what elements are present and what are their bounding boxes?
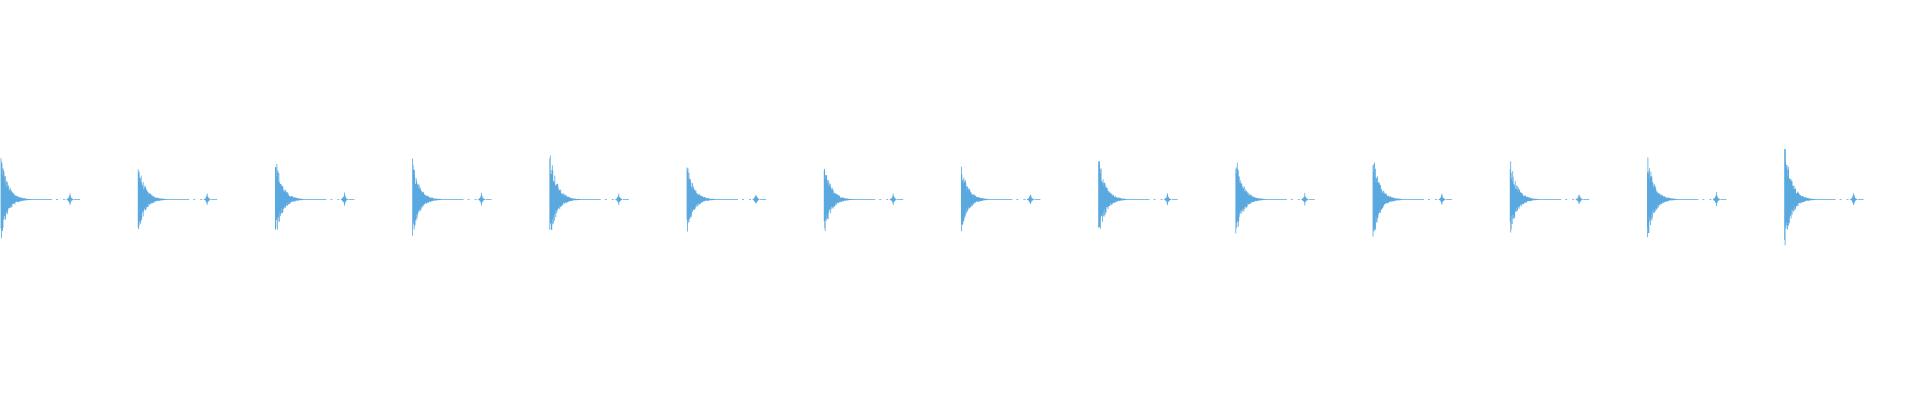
waveform-decay	[686, 167, 751, 232]
waveform-echo	[1575, 194, 1590, 204]
waveform-decay	[1509, 161, 1575, 233]
waveform-echo	[1850, 193, 1864, 206]
waveform-hits	[0, 148, 1864, 246]
waveform-hit	[961, 166, 1041, 232]
waveform-hit	[549, 155, 629, 230]
waveform-decay	[1784, 148, 1849, 246]
waveform-decay	[412, 158, 477, 236]
waveform-decay	[275, 163, 340, 230]
waveform-hit	[1098, 160, 1178, 229]
waveform-hit	[823, 168, 904, 231]
waveform-hit	[137, 169, 218, 230]
waveform-hit	[412, 158, 492, 236]
waveform-decay	[1098, 160, 1163, 229]
waveform-hit	[1647, 157, 1727, 238]
waveform-echo	[1164, 193, 1178, 206]
waveform-hit	[686, 167, 766, 232]
waveform-echo	[889, 193, 904, 206]
waveform-hit	[0, 158, 80, 239]
waveform-decay	[1372, 162, 1437, 237]
waveform-decay	[1235, 162, 1300, 234]
waveform-decay	[823, 168, 889, 231]
waveform-hit	[275, 163, 355, 230]
waveform-echo	[1301, 192, 1315, 206]
waveform-decay	[1647, 157, 1712, 238]
waveform-hit	[1784, 148, 1864, 246]
waveform-hit	[1235, 162, 1315, 234]
waveform-decay	[961, 166, 1026, 232]
waveform-echo	[341, 192, 355, 206]
waveform-decay	[137, 169, 203, 230]
waveform-echo	[1438, 193, 1452, 205]
waveform-echo	[66, 193, 80, 206]
waveform-hit	[1372, 162, 1452, 237]
waveform-echo	[478, 192, 492, 206]
waveform-echo	[752, 195, 766, 204]
waveform-decay	[549, 155, 614, 230]
waveform-echo	[1027, 194, 1041, 204]
waveform-echo	[615, 193, 629, 205]
waveform-echo	[1713, 192, 1727, 207]
waveform-hit	[1509, 161, 1590, 233]
waveform-echo	[203, 193, 218, 205]
waveform-decay	[0, 158, 65, 239]
